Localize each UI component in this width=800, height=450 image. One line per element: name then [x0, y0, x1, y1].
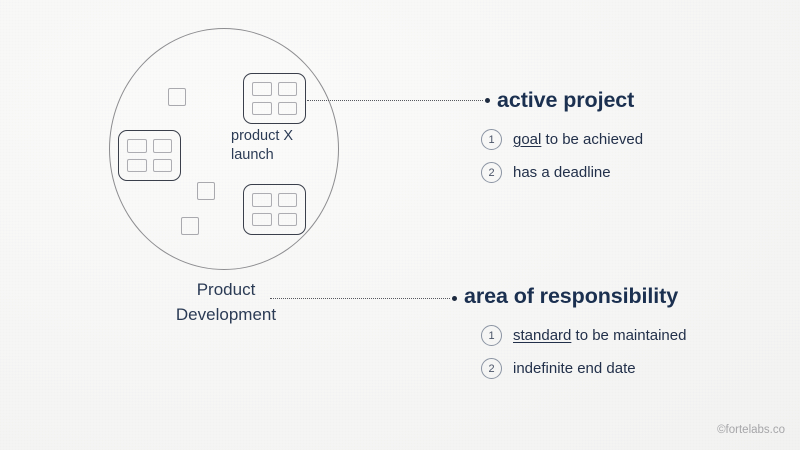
callout-points-area-of-responsibility: 1 standard to be maintained 2 indefinite… — [481, 325, 686, 379]
project-cell — [152, 139, 172, 153]
project-cell — [277, 101, 297, 115]
project-caption-line-1: product X — [231, 128, 294, 144]
project-card-bottom — [243, 184, 306, 235]
callout-active-project: active project 1 goal to be achieved 2 h… — [481, 88, 643, 195]
responsibility-circle — [109, 28, 339, 270]
task-square-2 — [197, 182, 215, 200]
callout-point: 1 goal to be achieved — [481, 129, 643, 150]
callout-point: 2 indefinite end date — [481, 358, 686, 379]
connector-dot-area-of-responsibility — [452, 296, 457, 301]
point-text: indefinite end date — [513, 360, 636, 377]
ring-caption-line-2: Development — [175, 305, 277, 324]
project-cell — [252, 82, 272, 96]
task-square-1 — [168, 88, 186, 106]
task-square-3 — [181, 217, 199, 235]
point-rest: to be maintained — [571, 327, 687, 344]
point-number-badge: 2 — [481, 358, 502, 379]
project-cell — [127, 139, 147, 153]
point-rest: indefinite end date — [513, 360, 636, 377]
project-card-left — [118, 130, 181, 181]
project-cell — [127, 158, 147, 172]
watermark: ©fortelabs.co — [717, 424, 785, 436]
connector-dot-active-project — [485, 98, 490, 103]
point-text: goal to be achieved — [513, 131, 643, 148]
point-rest: to be achieved — [541, 131, 644, 148]
point-keyword: goal — [513, 131, 542, 148]
callout-title-area-of-responsibility: area of responsibility — [464, 284, 679, 308]
connector-line-area-of-responsibility — [270, 298, 450, 300]
ring-caption-line-1: Product — [196, 280, 256, 299]
point-keyword: standard — [513, 327, 572, 344]
point-text: has a deadline — [513, 164, 611, 181]
project-cell — [277, 193, 297, 207]
connector-line-active-project — [307, 100, 483, 102]
project-cell — [277, 82, 297, 96]
point-number-badge: 1 — [481, 325, 502, 346]
point-text: standard to be maintained — [513, 327, 686, 344]
project-cell — [252, 212, 272, 226]
project-cell — [252, 101, 272, 115]
point-rest: has a deadline — [513, 164, 611, 181]
project-card-product-x-launch — [243, 73, 306, 124]
project-cell — [152, 158, 172, 172]
callout-points-active-project: 1 goal to be achieved 2 has a deadline — [481, 129, 643, 183]
callout-area-of-responsibility: area of responsibility 1 standard to be … — [464, 284, 686, 391]
callout-point: 2 has a deadline — [481, 162, 643, 183]
callout-title-active-project: active project — [497, 88, 635, 112]
project-cell — [277, 212, 297, 226]
project-caption-line-2: launch — [231, 147, 274, 163]
project-cell — [252, 193, 272, 207]
responsibility-circle-caption: Product Development — [120, 277, 332, 327]
point-number-badge: 1 — [481, 129, 502, 150]
callout-point: 1 standard to be maintained — [481, 325, 686, 346]
project-caption: product X launch — [231, 127, 351, 165]
point-number-badge: 2 — [481, 162, 502, 183]
